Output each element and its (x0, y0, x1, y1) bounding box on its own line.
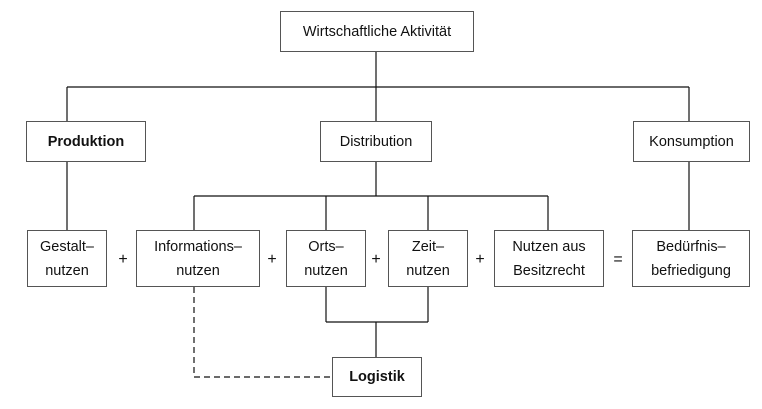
equals-operator: = (613, 251, 623, 268)
beduerfnisbefriedigung-box: Bedürfnis– befriedigung (632, 230, 750, 287)
informationsnutzen-label: Informations– nutzen (154, 238, 242, 279)
plus-operator-3: + (371, 251, 381, 268)
beduerfnisbefriedigung-label: Bedürfnis– befriedigung (651, 238, 731, 279)
logistik-box: Logistik (332, 357, 422, 397)
ortsnutzen-box: Orts– nutzen (286, 230, 366, 287)
besitzrecht-box: Nutzen aus Besitzrecht (494, 230, 604, 287)
logistik-label: Logistik (349, 369, 405, 385)
gestaltnutzen-label: Gestalt– nutzen (40, 238, 94, 279)
zeitnutzen-label: Zeit– nutzen (406, 238, 450, 279)
plus-operator-1: + (118, 251, 128, 268)
root-box: Wirtschaftliche Aktivität (280, 11, 474, 52)
connector-dashed-information-logistik (193, 287, 332, 378)
plus-operator-2: + (267, 251, 277, 268)
ortsnutzen-label: Orts– nutzen (304, 238, 348, 279)
plus-operator-4: + (475, 251, 485, 268)
distribution-box: Distribution (320, 121, 432, 162)
konsumption-label: Konsumption (649, 133, 734, 150)
produktion-box: Produktion (26, 121, 146, 162)
besitzrecht-label: Nutzen aus Besitzrecht (512, 238, 586, 279)
root-label: Wirtschaftliche Aktivität (302, 23, 452, 40)
distribution-label: Distribution (339, 133, 413, 150)
gestaltnutzen-box: Gestalt– nutzen (27, 230, 107, 287)
konsumption-box: Konsumption (633, 121, 750, 162)
produktion-label: Produktion (47, 133, 125, 150)
zeitnutzen-box: Zeit– nutzen (388, 230, 468, 287)
informationsnutzen-box: Informations– nutzen (136, 230, 260, 287)
